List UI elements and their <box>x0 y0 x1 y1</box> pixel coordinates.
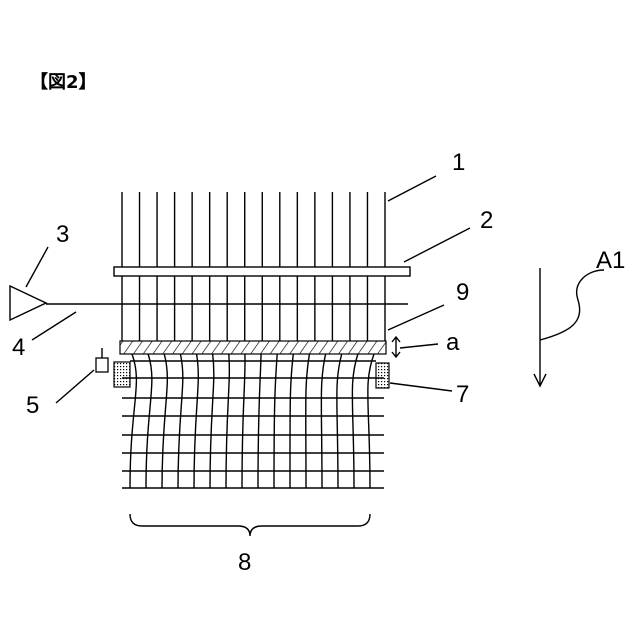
label-3: 3 <box>56 221 69 248</box>
label-5: 5 <box>26 392 39 419</box>
label-A1: A1 <box>596 247 625 274</box>
fabric-warp-line <box>258 354 261 488</box>
fabric-grid <box>122 354 384 488</box>
label-2: 2 <box>480 207 493 234</box>
brace <box>130 514 370 536</box>
fabric-warp-line <box>274 354 277 488</box>
fabric-warp-line <box>146 354 152 488</box>
fabric-warp-line <box>130 354 136 488</box>
fabric-warp-line <box>337 354 342 488</box>
reed-bar <box>114 267 410 276</box>
label-1: 1 <box>452 149 465 176</box>
fabric-warp-line <box>306 354 310 488</box>
fabric-warp-line <box>321 354 325 488</box>
label-7: 7 <box>456 381 469 408</box>
sensor-box <box>96 358 108 372</box>
left-pad <box>114 362 130 387</box>
figure-caption: 【図2】 <box>30 72 97 93</box>
fabric-warp-line <box>352 354 358 488</box>
label-4: 4 <box>12 334 25 361</box>
label-a: a <box>446 329 460 356</box>
fabric-warp-line <box>210 354 214 488</box>
label-8: 8 <box>238 549 251 576</box>
label-9: 9 <box>456 279 469 306</box>
fabric-warp-line <box>226 354 229 488</box>
fabric-warp-line <box>242 354 245 488</box>
fabric-warp-line <box>194 354 198 488</box>
fabric-warp-line <box>178 354 183 488</box>
right-pad <box>376 363 389 388</box>
fabric-warp-line <box>162 354 167 488</box>
fabric-warp-line <box>368 354 374 488</box>
fabric-warp-line <box>290 354 293 488</box>
shuttle-triangle <box>10 286 46 320</box>
hatched-band <box>120 341 386 354</box>
